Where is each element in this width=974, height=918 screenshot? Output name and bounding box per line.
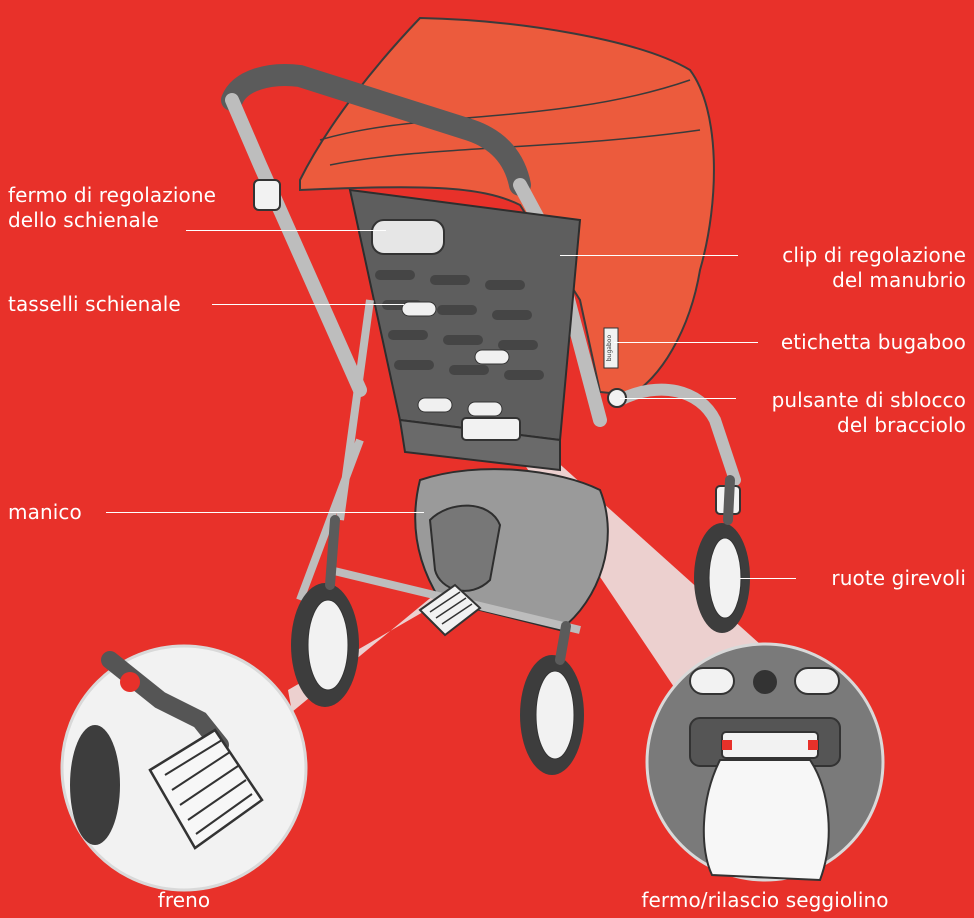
seat-release-button bbox=[462, 418, 520, 440]
label-armrest-release: pulsante di sblocco del bracciolo bbox=[664, 388, 966, 438]
label-handlebar-clip-text: clip di regolazione del manubrio bbox=[782, 243, 966, 292]
rear-left-wheel bbox=[291, 583, 359, 707]
backrest-tab bbox=[402, 302, 436, 316]
backrest-lock bbox=[372, 220, 444, 254]
label-brake: freno bbox=[124, 888, 244, 913]
leader-line-handle bbox=[106, 512, 424, 513]
backrest-tab bbox=[475, 350, 509, 364]
backrest-tab bbox=[468, 402, 502, 416]
label-backrest-tabs: tasselli schienale bbox=[8, 292, 181, 317]
bugaboo-tag-text: bugaboo bbox=[606, 335, 613, 362]
label-bugaboo-tag: etichetta bugaboo bbox=[664, 330, 966, 355]
label-armrest-release-text: pulsante di sblocco del bracciolo bbox=[772, 388, 966, 437]
label-swivel-wheels: ruote girevoli bbox=[664, 566, 966, 591]
label-handlebar-clip: clip di regolazione del manubrio bbox=[664, 243, 966, 293]
front-left-wheel bbox=[520, 655, 584, 775]
leader-line-backrest-tabs bbox=[212, 304, 404, 305]
label-seat-release: fermo/rilascio seggiolino bbox=[600, 888, 930, 913]
label-backrest-lock-text: fermo di regolazione dello schienale bbox=[8, 183, 216, 232]
seat-release-zoom-circle bbox=[647, 644, 883, 880]
left-clip bbox=[254, 180, 280, 210]
carry-handle bbox=[430, 506, 500, 591]
brake-zoom-circle bbox=[62, 646, 306, 890]
label-handle: manico bbox=[8, 500, 82, 525]
backrest-tab bbox=[418, 398, 452, 412]
label-backrest-lock: fermo di regolazione dello schienale bbox=[8, 183, 216, 233]
